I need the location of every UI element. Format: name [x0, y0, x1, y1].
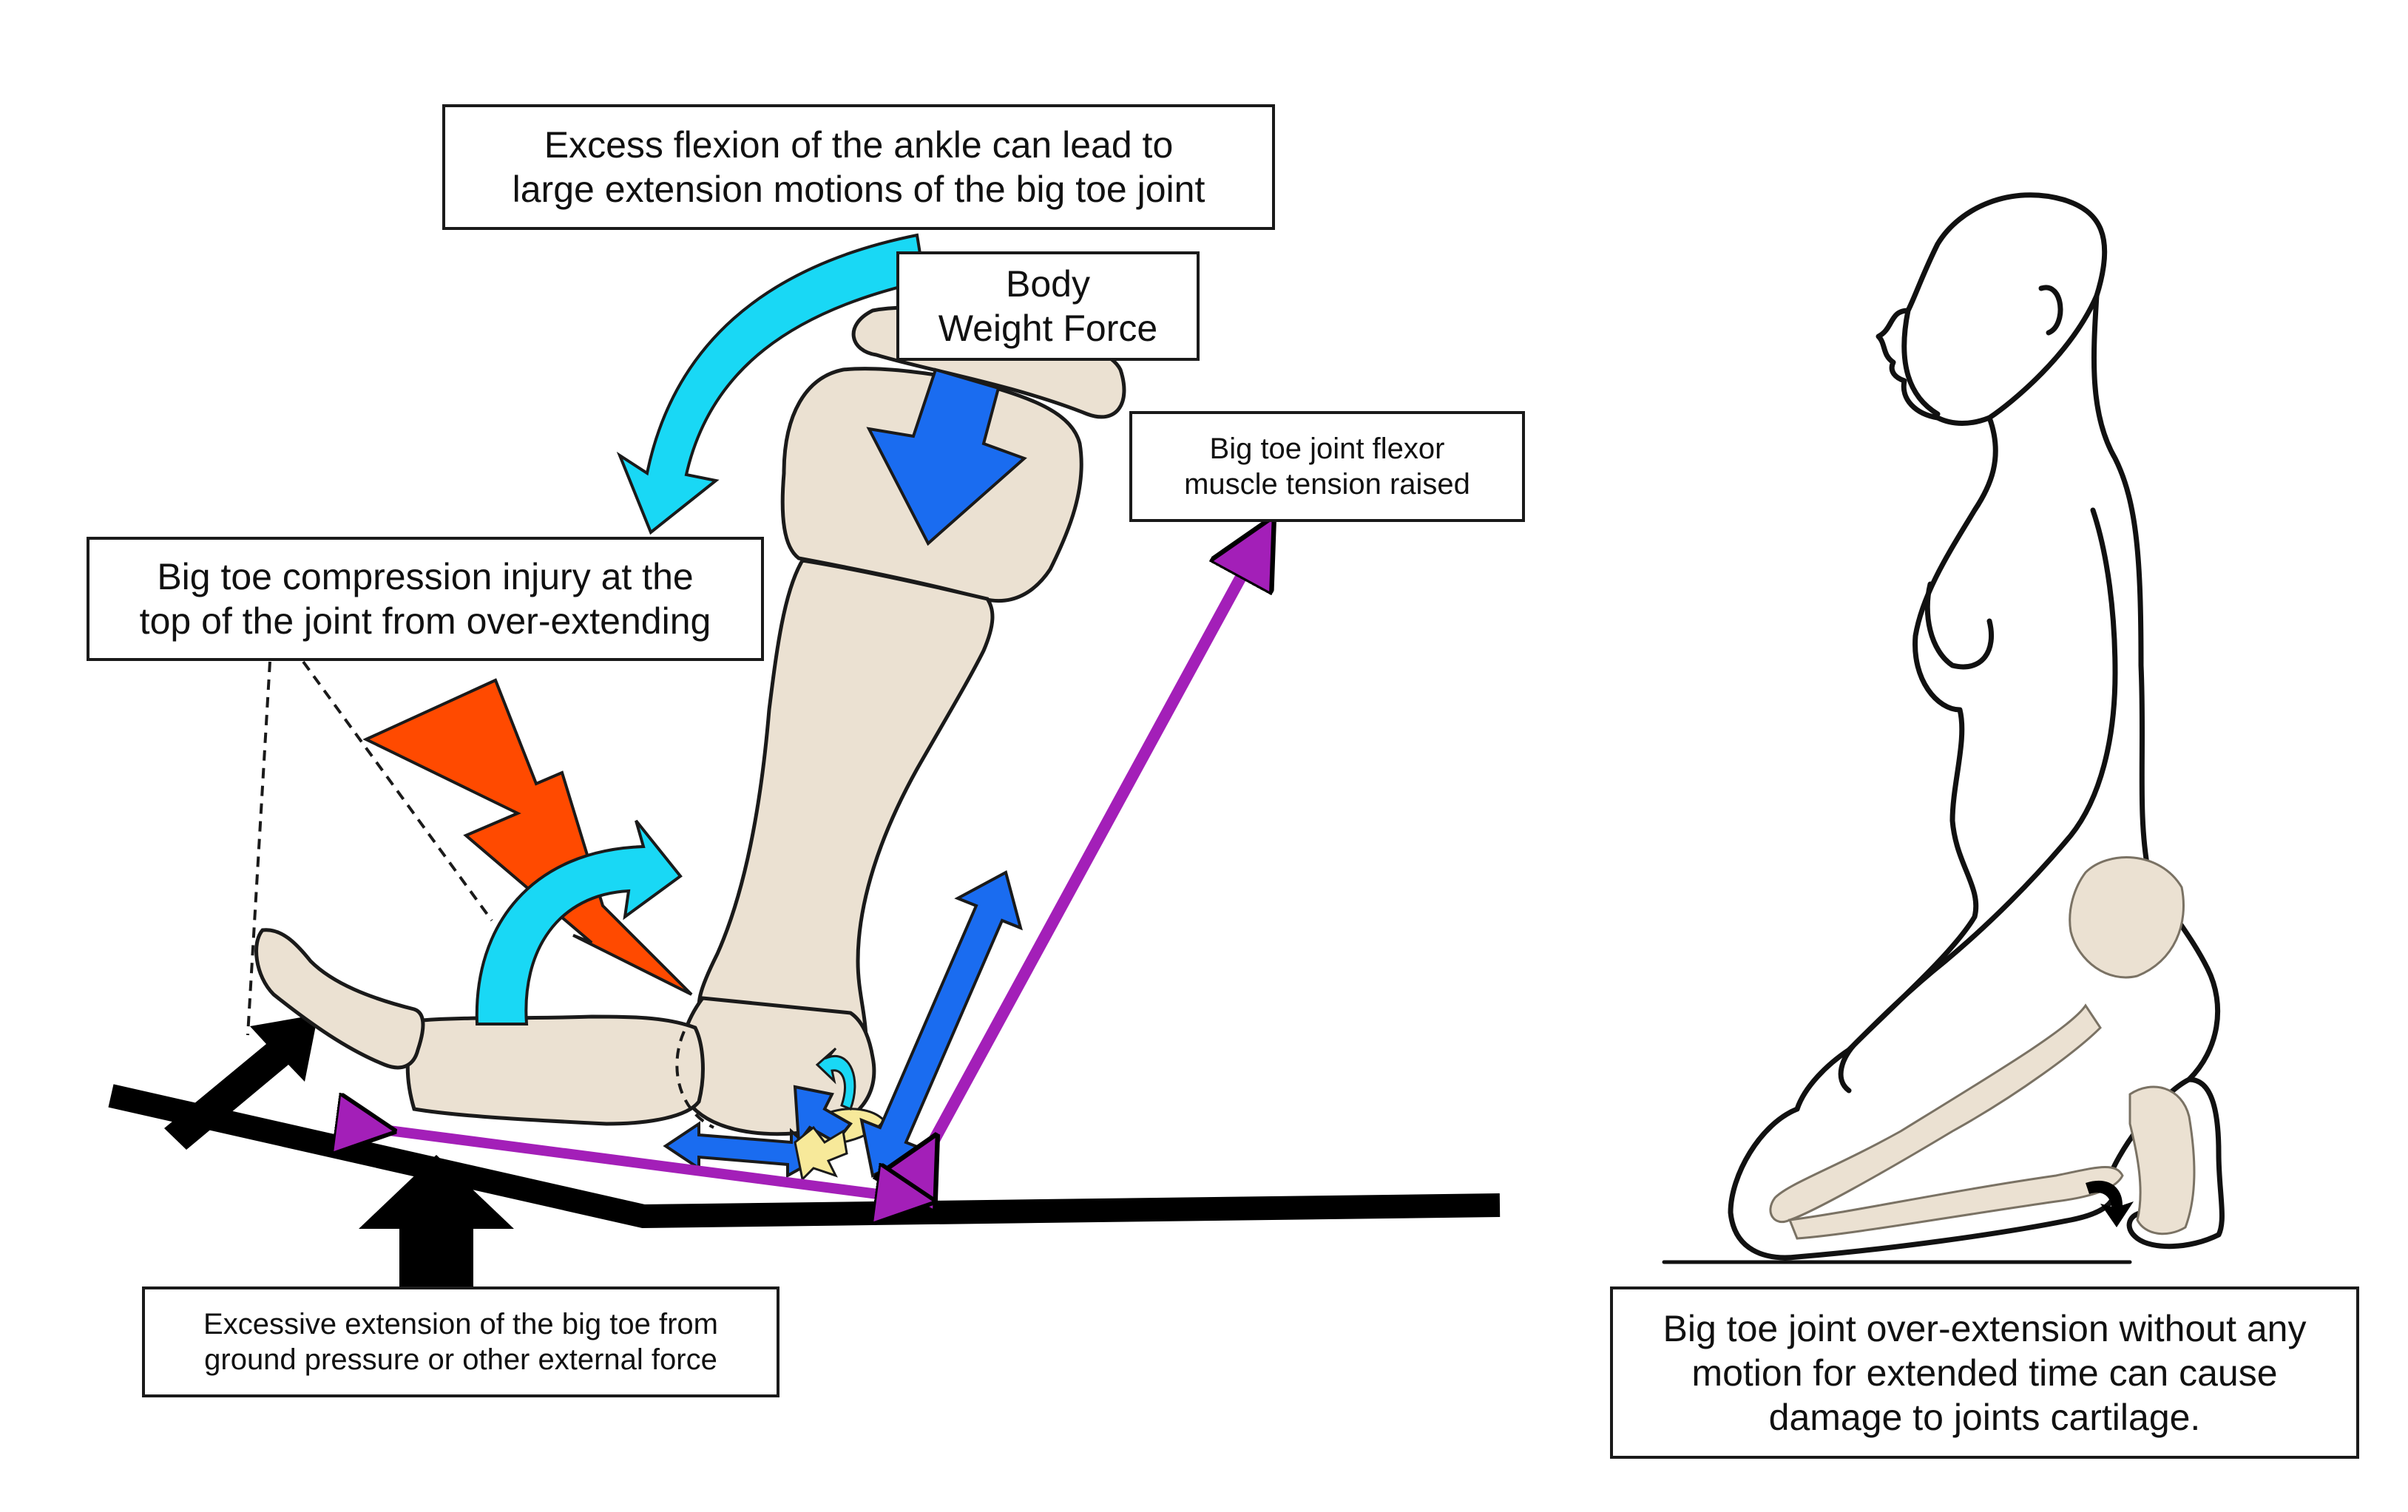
- distal-phalanx: [254, 928, 425, 1070]
- toe-extension-arrow: [475, 819, 683, 1025]
- excessive-extension-line-1: Excessive extension of the big toe from: [203, 1308, 718, 1340]
- flexor-tension-arrow: [921, 547, 1257, 1164]
- proximal-phalanx: [405, 1014, 705, 1126]
- flexor-tension-line-1: Big toe joint flexor: [1209, 433, 1445, 465]
- femur-bone: [1769, 1003, 2102, 1224]
- cartilage-damage-label: Big toe joint over-extension without any…: [1610, 1286, 2359, 1459]
- ankle-flexion-line-1: Excess flexion of the ankle can lead to: [544, 124, 1174, 166]
- figure-head: [1876, 192, 2108, 426]
- ankle-flexion-label: Excess flexion of the ankle can lead to …: [442, 104, 1275, 230]
- compression-injury-line-2: top of the joint from over-extending: [139, 600, 711, 642]
- pointer-line-b: [302, 660, 493, 922]
- body-weight-line-2: Weight Force: [938, 308, 1158, 349]
- body-weight-label: Body Weight Force: [896, 251, 1200, 361]
- cartilage-damage-line-1: Big toe joint over-extension without any: [1663, 1307, 2307, 1349]
- compression-injury-line-1: Big toe compression injury at the: [157, 556, 694, 597]
- flexor-tension-line-2: muscle tension raised: [1184, 468, 1470, 501]
- curved-arrow-icon: [2086, 1180, 2134, 1227]
- figure-chest: [1924, 581, 1995, 670]
- kneeling-figure: [1662, 192, 2225, 1264]
- tibia-bone: [1788, 1166, 2124, 1240]
- excessive-extension-label: Excessive extension of the big toe from …: [142, 1286, 779, 1397]
- pointer-line-a: [246, 661, 271, 1036]
- ankle-flexion-arrow: [616, 233, 927, 535]
- body-weight-line-1: Body: [1006, 263, 1090, 305]
- pelvis-bone: [2069, 856, 2185, 979]
- lightning-bolt-icon: [362, 678, 693, 996]
- excessive-extension-line-2: ground pressure or other external force: [204, 1343, 717, 1376]
- ground-shear-arrow: [366, 1128, 906, 1198]
- cartilage-damage-line-3: damage to joints cartilage.: [1768, 1396, 2201, 1438]
- figure-ear: [2038, 285, 2063, 336]
- figure-skeleton: [1769, 856, 2196, 1240]
- ankle-flexion-line-2: large extension motions of the big toe j…: [512, 169, 1205, 210]
- figure-back: [2091, 293, 2221, 1082]
- figure-arm: [1838, 507, 2118, 1094]
- flexor-tension-label: Big toe joint flexor muscle tension rais…: [1129, 411, 1525, 522]
- compression-injury-label: Big toe compression injury at the top of…: [87, 537, 764, 661]
- foot-bones: [2128, 1085, 2196, 1235]
- cartilage-damage-line-2: motion for extended time can cause: [1691, 1352, 2278, 1394]
- toe-push-arrow: [164, 1014, 318, 1150]
- body-weight-arrow: [866, 367, 1027, 546]
